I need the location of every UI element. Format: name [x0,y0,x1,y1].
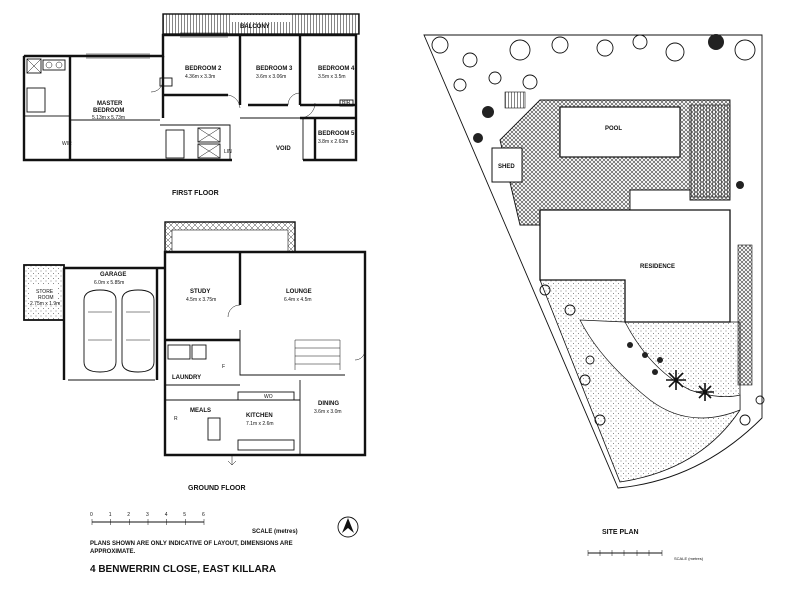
master-bedroom-label: MASTER [97,101,123,107]
master-bedroom-label-2: BEDROOM [93,108,124,114]
wo-label: WO [264,394,273,400]
store-label-2: ROOM [38,295,54,301]
f-label: F [222,364,225,370]
garage-label: GARAGE [100,272,126,278]
scale-tick-5: 5 [183,512,186,518]
first-floor-plan [22,13,360,162]
laundry-label: LAUNDRY [172,375,201,381]
bedroom-5-label: BEDROOM 5 [318,131,355,137]
master-bedroom-dims: 5.13m x 5.73m [92,115,125,121]
scale-label: SCALE (metres) [252,529,298,535]
site-plan-caption: SITE PLAN [602,529,639,536]
disclaimer-line-2: APPROXIMATE. [90,549,136,555]
scale-tick-0: 0 [90,512,93,518]
scale-tick-4: 4 [165,512,168,518]
first-floor-caption: FIRST FLOOR [172,190,219,197]
r-label: R [174,416,178,422]
first-floor-labels: BALCONY MASTER BEDROOM 5.13m x 5.73m BED… [62,24,355,197]
bedroom-5-dims: 3.8m x 2.63m [318,139,348,145]
ground-floor-plan [23,221,367,466]
dining-dims: 3.6m x 3.0m [314,409,342,415]
residence-label: RESIDENCE [640,264,675,270]
site-trees [431,34,765,426]
bir-label: BIR [342,100,351,106]
lounge-dims: 6.4m x 4.5m [284,297,312,303]
lounge-label: LOUNGE [286,289,312,295]
meals-label: MEALS [190,408,211,414]
ground-floor-labels: GARAGE 6.0m x 5.85m STORE ROOM 2.75m x 1… [30,272,342,492]
car-1-icon [83,289,117,373]
study-label: STUDY [190,289,210,295]
pool-label: POOL [605,126,622,132]
bedroom-3-dims: 3.6m x 3.06m [256,74,286,80]
scale-tick-1: 1 [109,512,112,518]
scale-tick-6: 6 [202,512,205,518]
study-dims: 4.5m x 3.75m [186,297,216,303]
car-2-icon [121,289,155,373]
balcony-label: BALCONY [240,24,270,30]
site-shrubs [473,34,744,375]
bedroom-4-dims: 3.5m x 3.5m [318,74,346,80]
plan-scale-bar: 0 1 2 3 4 5 6 SCALE (metres) [90,512,298,535]
linen-label: LIN [224,149,232,155]
property-address: 4 BENWERRIN CLOSE, EAST KILLARA [90,564,276,575]
kitchen-dims: 7.1m x 2.6m [246,421,274,427]
scale-tick-2: 2 [127,512,130,518]
disclaimer-line-1: PLANS SHOWN ARE ONLY INDICATIVE OF LAYOU… [90,541,293,547]
north-arrow-icon [337,516,359,538]
bedroom-3-label: BEDROOM 3 [256,66,293,72]
site-plan [423,34,765,556]
bedroom-2-dims: 4.36m x 3.3m [185,74,215,80]
scale-tick-3: 3 [146,512,149,518]
site-plan-labels: POOL SHED RESIDENCE SITE PLAN SCALE (met… [498,126,704,561]
garage-dims: 6.0m x 5.85m [94,280,124,286]
site-scale-label: SCALE (metres) [674,556,704,561]
dining-label: DINING [318,401,339,407]
ground-floor-caption: GROUND FLOOR [188,485,246,492]
shed-label: SHED [498,164,515,170]
wir-label: WIR [62,141,72,147]
bedroom-4-label: BEDROOM 4 [318,66,355,72]
kitchen-label: KITCHEN [246,413,273,419]
store-dims: 2.75m x 1.9m [30,301,60,307]
bedroom-2-label: BEDROOM 2 [185,66,222,72]
palm-icon [666,370,714,401]
store-label: STORE [36,289,54,295]
void-label: VOID [276,146,291,152]
